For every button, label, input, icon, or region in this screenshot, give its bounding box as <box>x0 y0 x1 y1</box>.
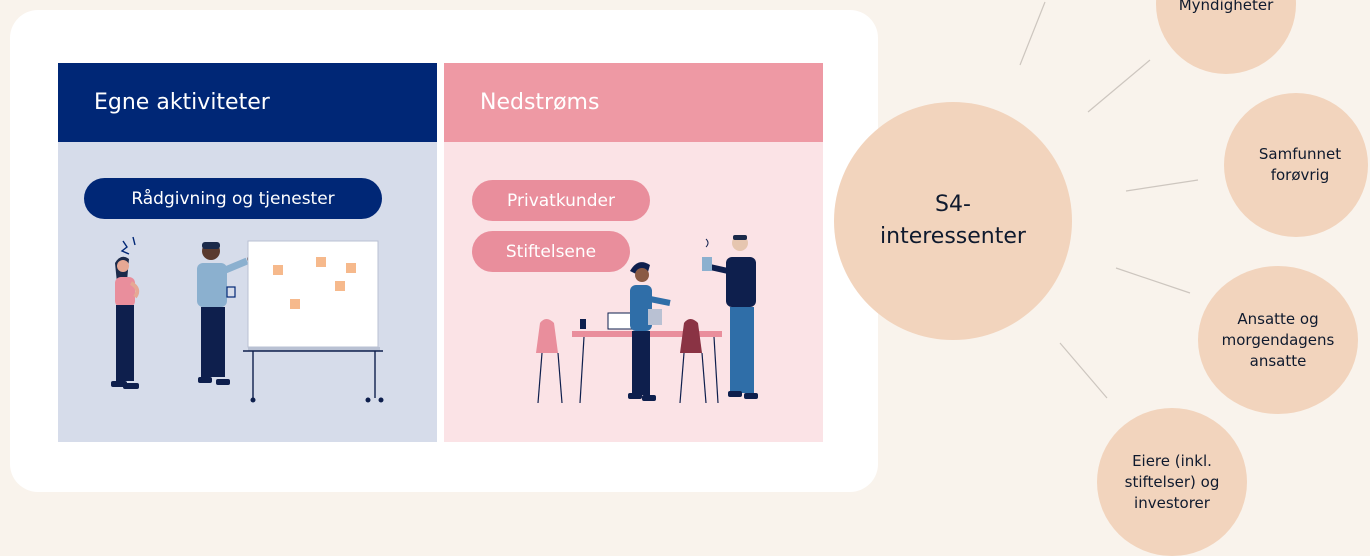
panel-title-downstream: Nedstrøms <box>444 63 823 142</box>
stakeholder-center-bubble: S4- interessenter <box>834 102 1072 340</box>
thinking-mark-icon <box>120 236 136 255</box>
stakeholder-center-label: S4- interessenter <box>880 192 1026 249</box>
stakeholder-label-owners: Eiere (inkl. stiftelser) og investorer <box>1124 451 1220 512</box>
woman-figure <box>111 256 140 389</box>
connector-line-samfunnet <box>1125 179 1199 192</box>
stakeholder-label-employees: Ansatte og morgendagens ansatte <box>1221 309 1335 370</box>
whiteboard-icon <box>243 240 384 403</box>
stakeholder-bubble-employees: Ansatte og morgendagens ansatte <box>1198 266 1358 414</box>
panel-own-activities: Egne aktiviteter Rådgivning og tjenester <box>58 63 437 442</box>
connector-line-myndigheter <box>1087 59 1151 113</box>
pill-advisory-services: Rådgivning og tjenester <box>84 178 382 219</box>
connector-line-eiere <box>1059 342 1108 399</box>
man-figure <box>702 235 758 399</box>
pill-foundations: Stiftelsene <box>472 231 630 272</box>
woman-figure <box>628 262 671 401</box>
stakeholder-label-authorities: Myndigheter <box>1178 0 1274 14</box>
panel-downstream: Nedstrøms Privatkunder Stiftelsene <box>444 63 823 442</box>
connector-line-ansatte <box>1115 267 1191 294</box>
panel-title-own-activities: Egne aktiviteter <box>58 63 437 142</box>
pill-private-customers: Privatkunder <box>472 180 650 221</box>
stakeholder-bubble-society: Samfunnet forøvrig <box>1224 93 1368 237</box>
presenter-figure <box>197 242 255 385</box>
whiteboard-illustration <box>111 236 384 403</box>
stakeholder-label-society: Samfunnet forøvrig <box>1258 145 1342 184</box>
chair-icon <box>536 319 707 404</box>
stakeholder-bubble-owners: Eiere (inkl. stiftelser) og investorer <box>1097 408 1247 556</box>
connector-line-myndigheter-upper <box>1019 1 1046 66</box>
meeting-illustration <box>536 235 758 404</box>
